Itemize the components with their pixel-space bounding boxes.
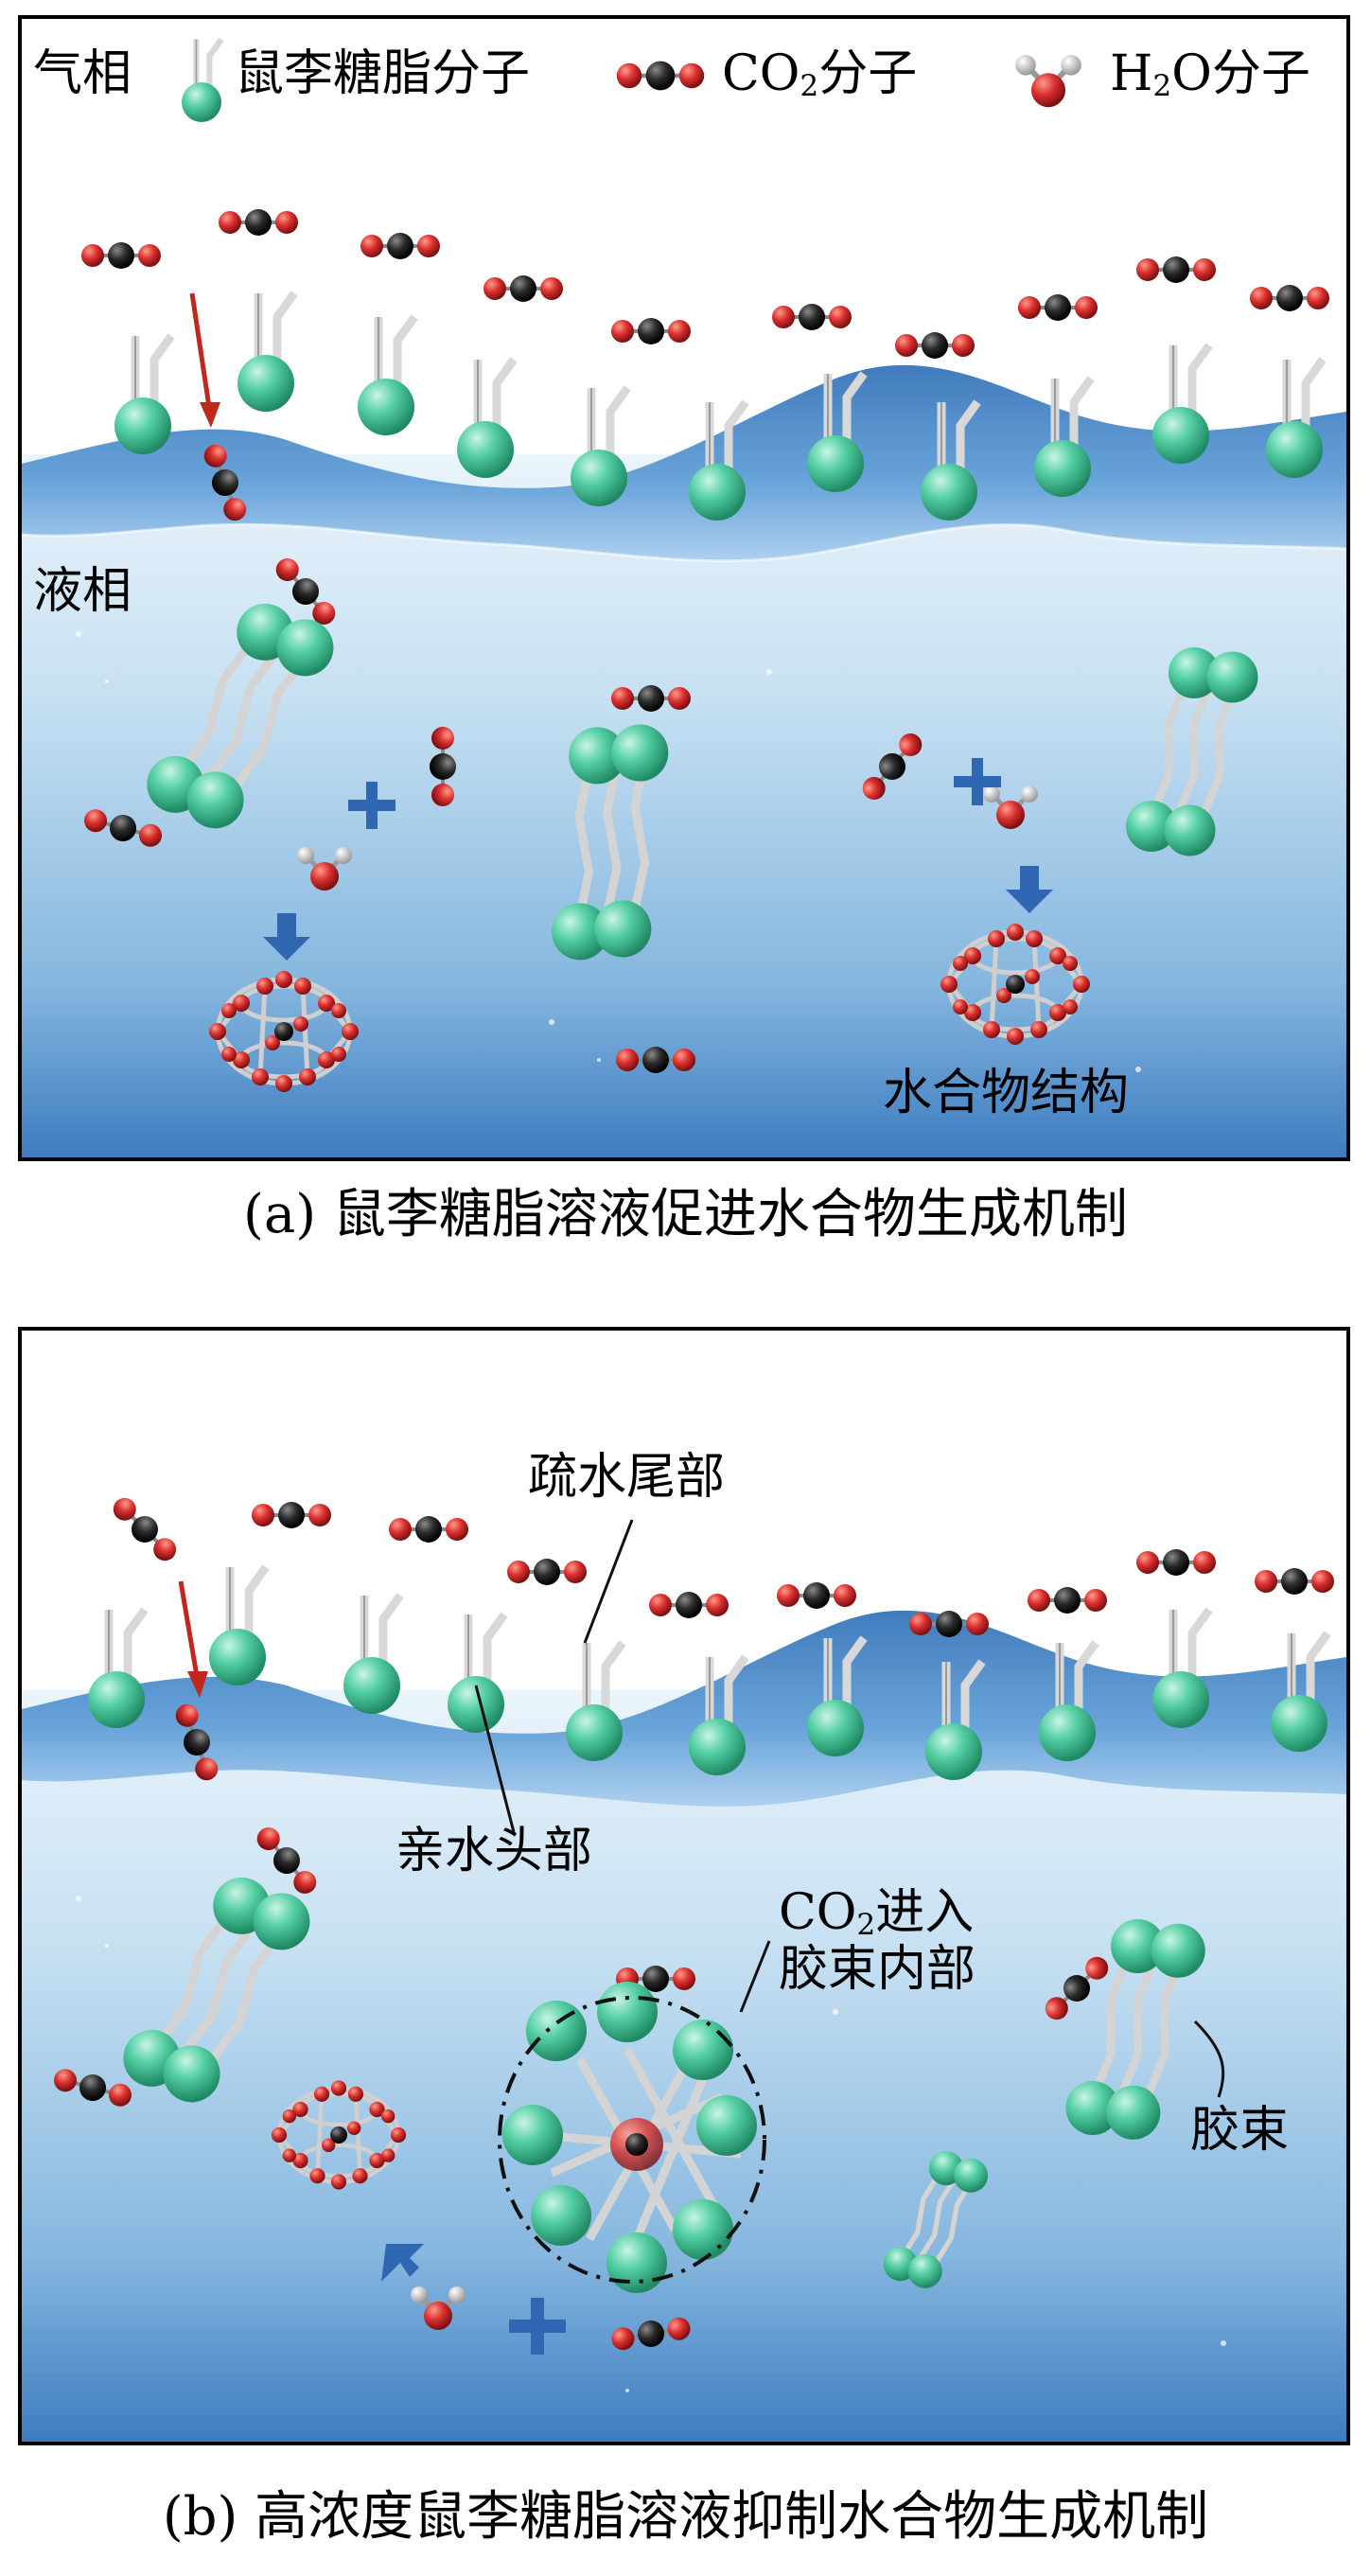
co2-molecule-icon [608, 57, 712, 95]
legend-co2: CO2分子 [722, 45, 917, 115]
caption-b: (b) 高浓度鼠李糖脂溶液抑制水合物生成机制 [0, 2487, 1371, 2548]
panel-b: 疏水尾部 亲水头部 CO2进入 胶束内部 胶束 [18, 1327, 1350, 2445]
rhamnolipid-molecule-icon [173, 38, 230, 123]
legend-h2o: H2O分子 [1110, 45, 1310, 115]
h2o-molecule-icon [1006, 47, 1091, 114]
panel-a: 气相 鼠李糖脂分子 CO2分子 H2O分子 液相 水合物结构 [18, 15, 1350, 1161]
hydrophilic-head-label: 亲水头部 [395, 1823, 592, 1879]
hydrate-structure-label: 水合物结构 [883, 1065, 1129, 1121]
micelle-interior-label: 胶束内部 [779, 1941, 976, 1998]
legend-gas-phase: 气相 [33, 45, 132, 102]
hydrophobic-tail-label: 疏水尾部 [528, 1449, 725, 1506]
micelle-label: 胶束 [1190, 2102, 1289, 2159]
caption-a: (a) 鼠李糖脂溶液促进水合物生成机制 [0, 1185, 1371, 1245]
panel-a-scene [22, 19, 1346, 1157]
legend-rhamnolipid: 鼠李糖脂分子 [235, 45, 530, 102]
liquid-phase-label: 液相 [33, 563, 132, 620]
